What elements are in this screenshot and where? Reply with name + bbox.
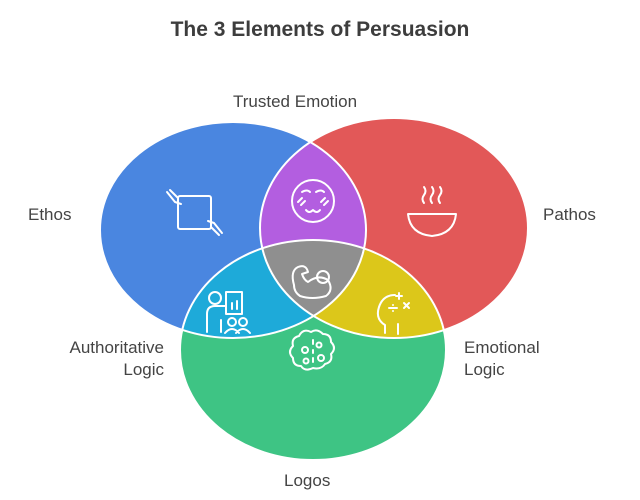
label-line: Emotional [464,338,540,357]
hands-holding-document-icon [166,189,223,236]
flexed-arm-icon [291,265,332,299]
label-pathos: Pathos [543,205,596,224]
emotional-face-icon [291,179,335,223]
label-line: Authoritative [69,338,165,357]
diagram-title: The 3 Elements of Persuasion [170,18,470,41]
presenter-audience-chart-icon [206,291,251,334]
authoritative-logic-region [180,240,366,338]
emotional-logic-region [260,240,446,338]
label-emotional-logic: Emotional Logic [464,337,540,381]
label-line: Logic [123,360,164,379]
steaming-bowl-icon [407,186,457,237]
label-authoritative-logic: Authoritative Logic [38,337,165,381]
label-logos: Logos [284,471,331,490]
label-trusted-emotion: Trusted Emotion [233,92,358,111]
label-ethos: Ethos [28,205,72,224]
head-math-symbols-icon [376,292,410,335]
brain-icon [289,329,335,371]
label-line: Logic [464,360,505,379]
